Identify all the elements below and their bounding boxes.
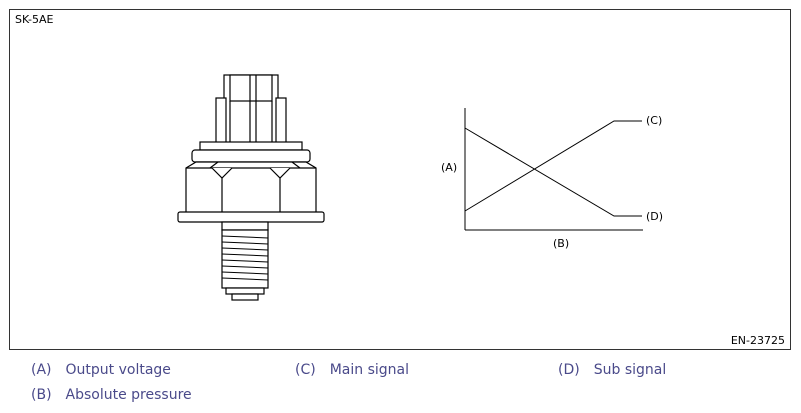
legend-key: (D) bbox=[558, 362, 580, 378]
legend-item-main-signal: (C) Main signal bbox=[295, 362, 409, 378]
main-signal-line bbox=[464, 120, 642, 212]
pressure-sensor-illustration bbox=[177, 74, 325, 301]
sub-signal-line bbox=[464, 127, 642, 217]
main-signal-label: (C) bbox=[646, 114, 662, 127]
legend-text: Sub signal bbox=[593, 362, 667, 378]
legend-item-output-voltage: (A) Output voltage bbox=[31, 362, 171, 378]
legend-text: Output voltage bbox=[65, 362, 171, 378]
figure-frame: SK-5AE EN-23725 bbox=[9, 9, 791, 350]
legend-key: (A) bbox=[31, 362, 52, 378]
legend-key: (C) bbox=[295, 362, 316, 378]
output-characteristic-graph bbox=[464, 108, 643, 231]
graph-y-label: (A) bbox=[441, 161, 457, 174]
legend-item-absolute-pressure: (B) Absolute pressure bbox=[31, 387, 192, 403]
figure-code-top: SK-5AE bbox=[15, 13, 54, 26]
legend-key: (B) bbox=[31, 387, 52, 403]
legend-text: Absolute pressure bbox=[65, 387, 192, 403]
sub-signal-label: (D) bbox=[646, 210, 663, 223]
figure-code-bottom: EN-23725 bbox=[730, 334, 785, 347]
graph-x-label: (B) bbox=[553, 237, 569, 250]
legend-text: Main signal bbox=[329, 362, 409, 378]
legend-item-sub-signal: (D) Sub signal bbox=[558, 362, 666, 378]
